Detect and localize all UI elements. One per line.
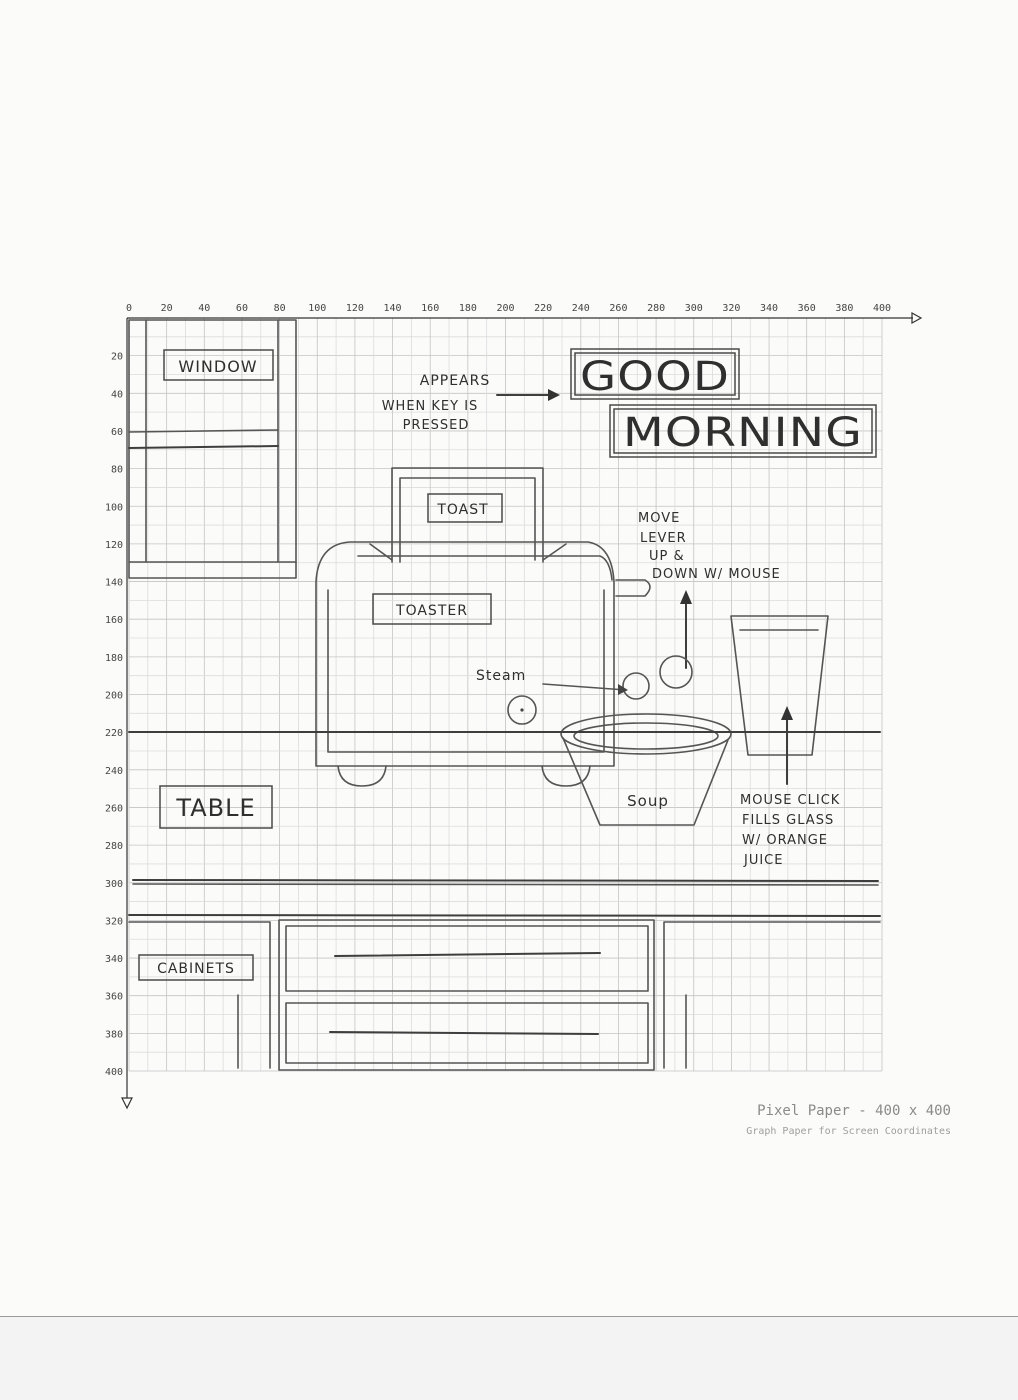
toaster-sketch <box>315 541 615 787</box>
y-tick-label: 180 <box>105 653 123 664</box>
graph-paper-sheet <box>0 1316 1018 1317</box>
soup-bowl <box>560 713 732 826</box>
steam-label: Steam <box>476 668 526 684</box>
y-tick-label: 340 <box>105 954 123 965</box>
x-tick-label: 300 <box>685 303 703 314</box>
window-label: WINDOW <box>178 357 257 376</box>
note-lever-line3: UP & <box>649 549 685 564</box>
y-tick-label: 40 <box>111 389 123 400</box>
y-tick-label: 260 <box>105 803 123 814</box>
y-tick-label: 300 <box>105 879 123 890</box>
good-morning-sign <box>570 348 877 458</box>
y-tick-label: 20 <box>111 352 123 363</box>
note-lever-line4: DOWN W/ MOUSE <box>652 567 781 582</box>
x-tick-label: 260 <box>609 303 627 314</box>
coordinate-grid <box>128 317 883 1072</box>
cabinets-sketch <box>128 919 881 1071</box>
toaster-label: TOASTER <box>395 603 468 619</box>
cabinets-label-box <box>138 954 254 981</box>
y-tick-label: 100 <box>105 502 123 513</box>
x-tick-label: 240 <box>572 303 590 314</box>
note-appears-line3: PRESSED <box>403 418 470 433</box>
y-tick-label: 80 <box>111 465 123 476</box>
table-label: TABLE <box>175 794 255 822</box>
x-tick-label: 320 <box>722 303 740 314</box>
note-juice-line3: W/ ORANGE <box>742 833 828 848</box>
x-axis-ticks: 0 20 40 60 80 100 120 140 160 180 200 220 240 260 280 3… <box>126 303 891 314</box>
x-tick-label: 380 <box>835 303 853 314</box>
x-tick-label: 20 <box>161 303 173 314</box>
x-tick-label: 80 <box>274 303 286 314</box>
x-tick-label: 180 <box>459 303 477 314</box>
y-tick-label: 240 <box>105 766 123 777</box>
note-lever-line1: MOVE <box>638 511 680 526</box>
y-tick-label: 400 <box>105 1067 123 1078</box>
x-tick-label: 280 <box>647 303 665 314</box>
note-appears-line2: WHEN KEY IS <box>382 399 479 414</box>
toast-label: TOAST <box>436 502 488 518</box>
lever-arrow <box>680 590 692 669</box>
paper-footer-title: Pixel Paper - 400 x 400 <box>757 1103 951 1119</box>
y-tick-label: 60 <box>111 427 123 438</box>
y-tick-label: 160 <box>105 615 123 626</box>
axes <box>121 311 923 1110</box>
note-juice-line1: MOUSE CLICK <box>740 793 840 808</box>
appears-arrow <box>496 389 560 401</box>
x-tick-label: 60 <box>236 303 248 314</box>
toaster-label-box <box>372 593 492 625</box>
x-tick-label: 340 <box>760 303 778 314</box>
y-tick-label: 220 <box>105 728 123 739</box>
note-juice-line4: JUICE <box>743 853 783 868</box>
x-tick-label: 140 <box>384 303 402 314</box>
y-axis-ticks: 20 40 60 80 100 120 140 160 180 200 220 240 260 280 30… <box>105 352 123 1078</box>
table-sketch <box>128 731 881 917</box>
y-tick-label: 200 <box>105 691 123 702</box>
y-tick-label: 320 <box>105 916 123 927</box>
x-tick-label: 220 <box>534 303 552 314</box>
toaster-lever[interactable] <box>615 579 651 597</box>
window-label-box <box>163 349 274 381</box>
x-tick-label: 400 <box>873 303 891 314</box>
table-label-box <box>159 785 273 829</box>
x-tick-label: 360 <box>798 303 816 314</box>
y-tick-label: 140 <box>105 578 123 589</box>
x-tick-label: 200 <box>496 303 514 314</box>
paper-footer-subtitle: Graph Paper for Screen Coordinates <box>746 1126 951 1137</box>
x-tick-label: 100 <box>308 303 326 314</box>
soup-label: Soup <box>627 792 669 810</box>
scan-margin <box>0 1317 1018 1400</box>
note-appears-line1: APPEARS <box>420 373 491 389</box>
toast-label-box <box>427 493 503 523</box>
morning-text: MORNING <box>623 410 863 456</box>
note-lever-line2: LEVER <box>640 531 687 546</box>
toast-slice <box>391 467 544 563</box>
y-tick-label: 360 <box>105 992 123 1003</box>
y-tick-label: 120 <box>105 540 123 551</box>
window-sketch <box>128 319 297 579</box>
steam-sketch <box>542 655 693 700</box>
y-tick-label: 280 <box>105 841 123 852</box>
x-tick-label: 160 <box>421 303 439 314</box>
juice-glass[interactable] <box>730 615 829 785</box>
note-juice-line2: FILLS GLASS <box>742 813 834 828</box>
x-tick-label: 0 <box>126 303 132 314</box>
x-tick-label: 120 <box>346 303 364 314</box>
cabinets-label: CABINETS <box>157 961 235 977</box>
y-tick-label: 380 <box>105 1029 123 1040</box>
good-text: GOOD <box>580 354 730 400</box>
x-tick-label: 40 <box>198 303 210 314</box>
